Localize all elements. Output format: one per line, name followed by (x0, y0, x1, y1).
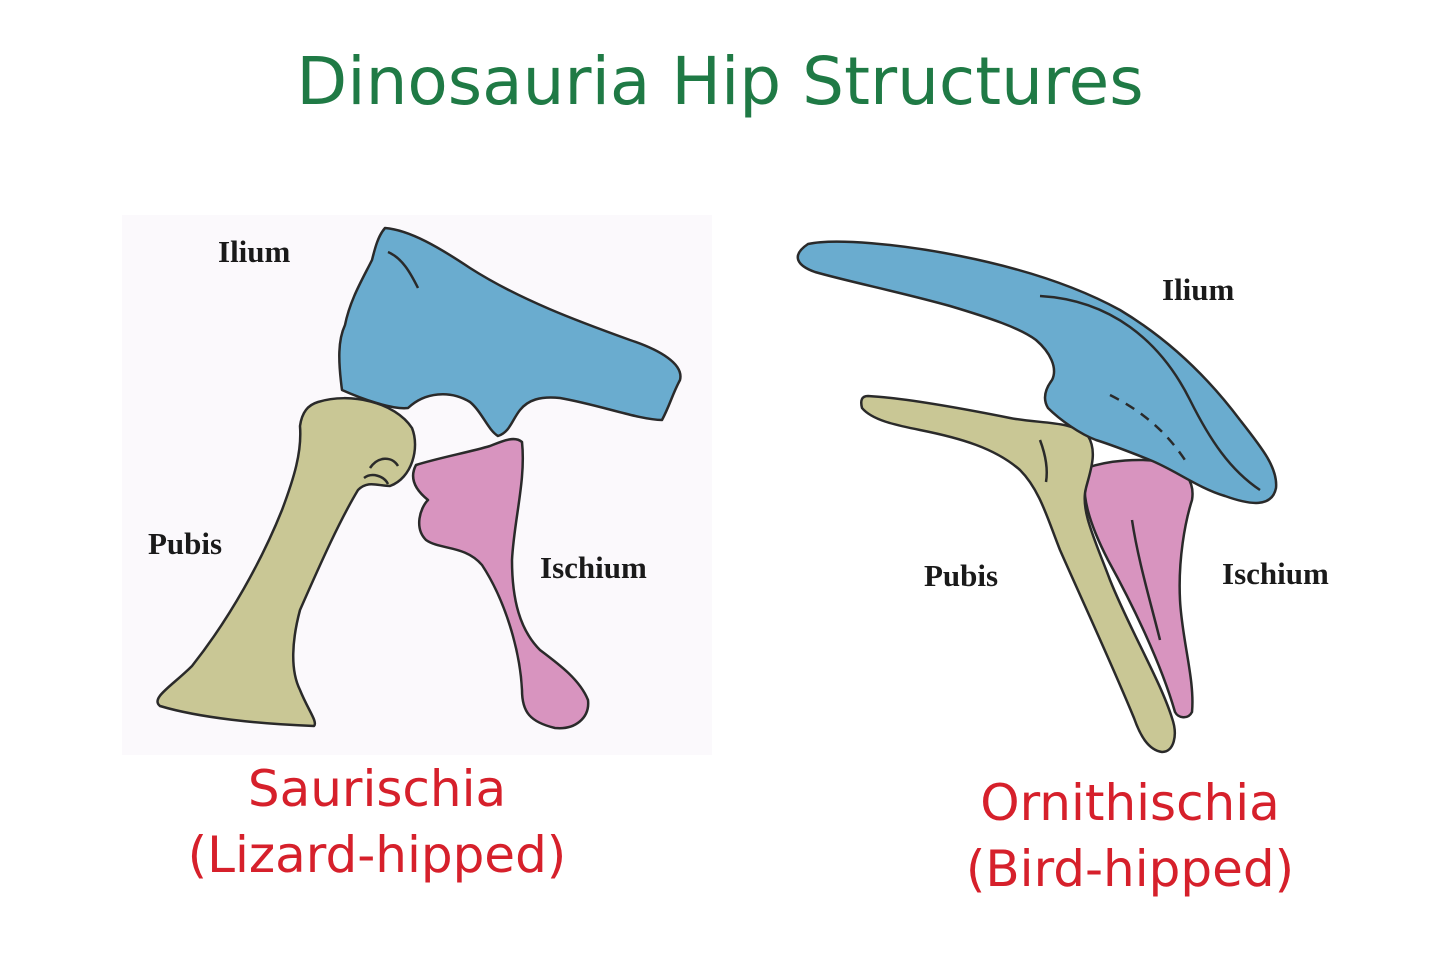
ornithischia-ilium-bone (796, 240, 1278, 505)
ornithischia-subtitle: (Bird-hipped) (965, 840, 1295, 898)
ornithischia-caption: Ornithischia (Bird-hipped) (900, 770, 1360, 902)
saurischia-pubis-detail-2 (363, 473, 390, 485)
saurischia-ischium-label: Ischium (540, 550, 647, 585)
ornithischia-pubis-label: Pubis (924, 558, 999, 593)
ornithischia-name: Ornithischia (980, 774, 1280, 832)
ornithischia-ischium-detail (1130, 519, 1162, 641)
saurischia-ilium-ridge (387, 250, 420, 289)
saurischia-hip (156, 226, 682, 730)
saurischia-name: Saurischia (247, 760, 507, 818)
diagram-title: Dinosauria Hip Structures (296, 43, 1144, 120)
saurischia-ilium-label: Ilium (218, 234, 291, 269)
ornithischia-ischium-label: Ischium (1222, 556, 1329, 591)
saurischia-pubis-label: Pubis (148, 526, 223, 561)
ornithischia-ilium-label: Ilium (1162, 272, 1235, 307)
saurischia-caption: Saurischia (Lizard-hipped) (152, 756, 602, 888)
saurischia-ischium-bone (411, 437, 590, 730)
saurischia-subtitle: (Lizard-hipped) (187, 826, 567, 884)
saurischia-ilium-bone (338, 226, 682, 438)
ornithischia-pubis-detail (1038, 439, 1048, 483)
ornithischia-ilium-ridge (1039, 294, 1261, 492)
saurischia-pubis-detail (368, 457, 400, 469)
saurischia-pubis-bone (156, 396, 417, 728)
ornithischia-hip (796, 240, 1278, 754)
